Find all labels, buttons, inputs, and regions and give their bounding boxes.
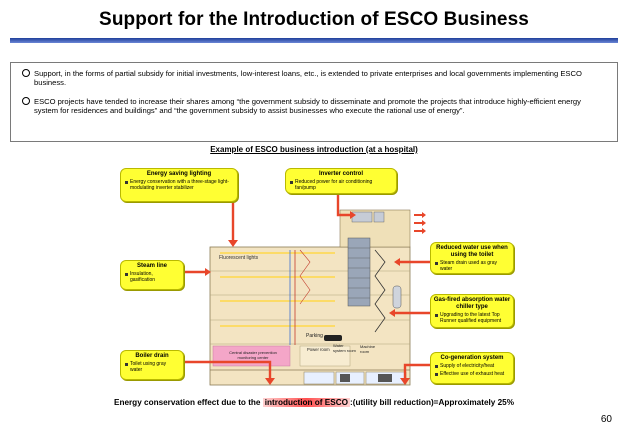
title-underline: [10, 38, 618, 43]
note-steam-line: Steam line Insulation, gasification: [120, 260, 184, 290]
effect-text-end: :(utility bill reduction)=Approximately …: [350, 398, 515, 407]
note-title: Energy saving lighting: [146, 171, 212, 177]
note-inverter-control: Inverter control Reduced power for air c…: [285, 168, 397, 194]
square-bullet-icon: [435, 261, 438, 265]
page-number: 60: [600, 414, 612, 425]
note-title: Gas-fired absorption water chiller type: [433, 297, 511, 310]
label-water-system-room: Water system room: [333, 343, 356, 353]
effect-statement: Energy conservation effect due to the in…: [0, 398, 628, 407]
page-title: Support for the Introduction of ESCO Bus…: [99, 9, 529, 30]
note-item: Energy conservation with a three-stage l…: [130, 179, 229, 191]
effect-highlight: introduction of ESCO: [262, 398, 350, 407]
note-title: Inverter control: [318, 171, 363, 177]
note-gas-fired-chiller: Gas-fired absorption water chiller type …: [430, 294, 514, 328]
bullet-item: ESCO projects have tended to increase th…: [22, 97, 607, 115]
note-title: Steam line: [136, 263, 167, 269]
note-boiler-drain: Boiler drain Toilet using gray water: [120, 350, 184, 380]
bullet-item: Support, in the forms of partial subsidy…: [22, 69, 607, 87]
square-bullet-icon: [435, 313, 438, 317]
note-title: Boiler drain: [135, 353, 169, 359]
label-fluorescent-lights: Fluorescent lights: [219, 255, 259, 261]
note-reduced-water-use: Reduced water use when using the toilet …: [430, 242, 514, 274]
note-item: Upgrading to the latest Top Runner quali…: [440, 312, 502, 324]
square-bullet-icon: [435, 372, 438, 376]
note-energy-saving-lighting: Energy saving lighting Energy conservati…: [120, 168, 238, 202]
note-co-generation: Co-generation system Supply of electrici…: [430, 352, 514, 384]
label-machine-room: Machine room: [360, 344, 376, 354]
note-item: Insulation, gasification: [130, 271, 156, 283]
note-item: Effective use of exhaust heat: [440, 371, 505, 377]
note-item: Reduced power for air conditioning fan/p…: [295, 179, 373, 191]
square-bullet-icon: [125, 362, 128, 366]
diagram-title: Example of ESCO business introduction (a…: [210, 145, 418, 154]
label-power-room: Power room: [307, 347, 330, 352]
label-disaster-center: Central disaster prevention monitoring c…: [229, 350, 277, 360]
note-title: Co-generation system: [440, 355, 504, 361]
square-bullet-icon: [435, 364, 438, 368]
note-item: Toilet using gray water: [130, 361, 167, 373]
square-bullet-icon: [125, 180, 128, 184]
note-item: Supply of electricity/heat: [440, 363, 495, 369]
circle-bullet-icon: [22, 69, 30, 77]
note-item: Steam drain used as gray water: [440, 260, 497, 272]
bullet-text: ESCO projects have tended to increase th…: [34, 97, 581, 115]
note-title: Reduced water use when using the toilet: [436, 245, 508, 258]
circle-bullet-icon: [22, 97, 30, 105]
square-bullet-icon: [125, 272, 128, 276]
square-bullet-icon: [290, 180, 293, 184]
bullet-text: Support, in the forms of partial subsidy…: [34, 69, 582, 87]
bullet-box: Support, in the forms of partial subsidy…: [10, 62, 618, 142]
label-parking: Parking: [306, 333, 323, 339]
effect-text: Energy conservation effect due to the: [113, 398, 263, 407]
